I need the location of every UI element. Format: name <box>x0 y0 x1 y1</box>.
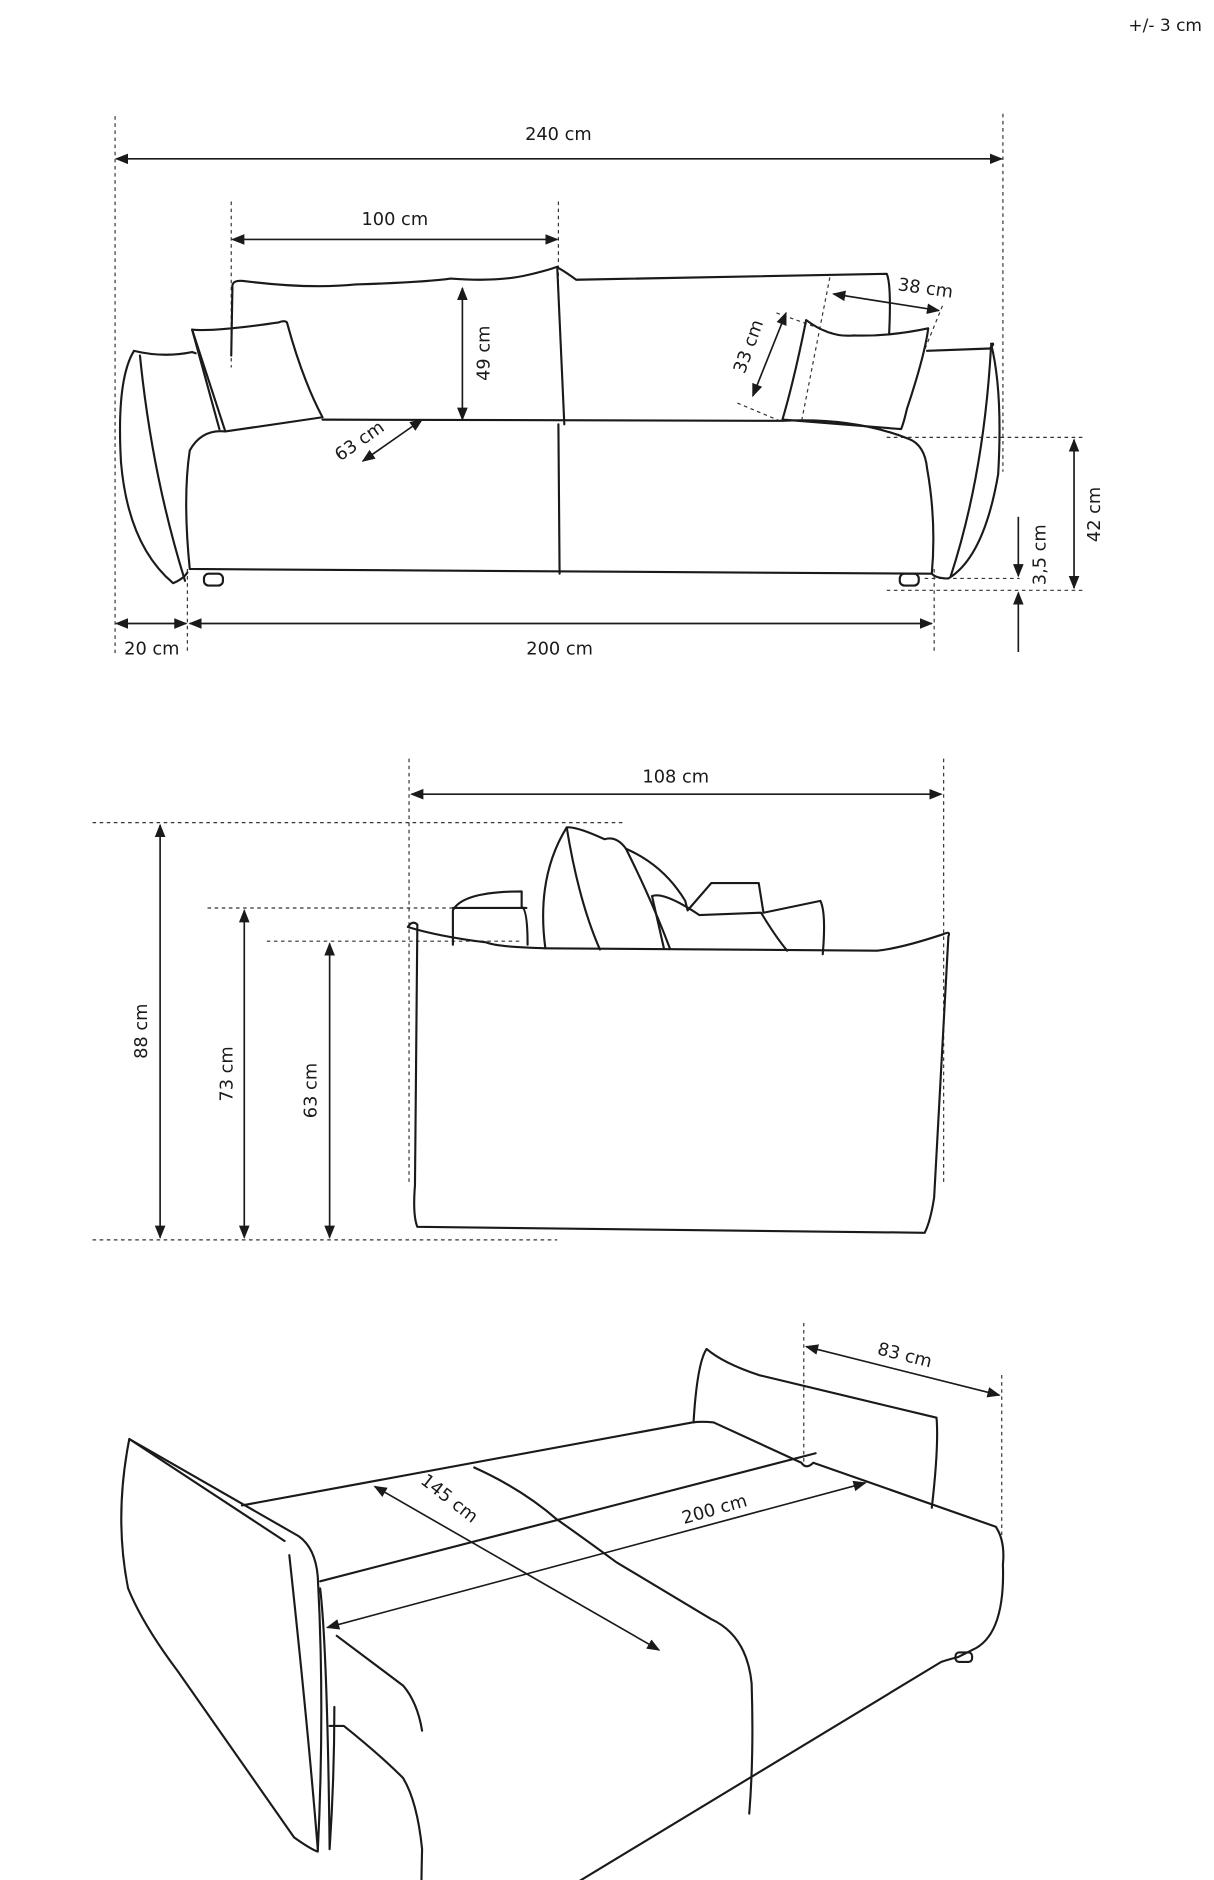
pillow-width-label: 38 cm <box>897 274 955 302</box>
armrest-width-label: 20 cm <box>124 638 179 659</box>
bed-view <box>120 1322 1005 1880</box>
sleeping-width-label: 145 cm <box>416 1470 481 1528</box>
total-height-label: 88 cm <box>131 1004 152 1059</box>
pillow-height-label: 33 cm <box>729 317 768 376</box>
total-width-label: 240 cm <box>525 124 592 145</box>
back-frame-height-label: 63 cm <box>301 1063 322 1118</box>
depth-label: 108 cm <box>642 766 709 787</box>
back-cushion-height-label: 49 cm <box>474 326 495 381</box>
leg-height-label: 3,5 cm <box>1030 524 1051 585</box>
seat-height-label: 42 cm <box>1084 487 1105 542</box>
front-view: 240 cm 100 cm 49 cm 63 cm 33 cm 38 cm 42… <box>114 113 1105 659</box>
seat-width-label: 200 cm <box>526 638 593 659</box>
seat-depth-label: 63 cm <box>331 417 388 466</box>
side-view <box>92 758 951 1241</box>
backrest-depth-label: 83 cm <box>875 1339 934 1373</box>
back-cushion-width-label: 100 cm <box>361 209 428 230</box>
armrest-height-label: 73 cm <box>216 1046 237 1101</box>
tolerance-note: +/- 3 cm <box>1128 16 1202 36</box>
